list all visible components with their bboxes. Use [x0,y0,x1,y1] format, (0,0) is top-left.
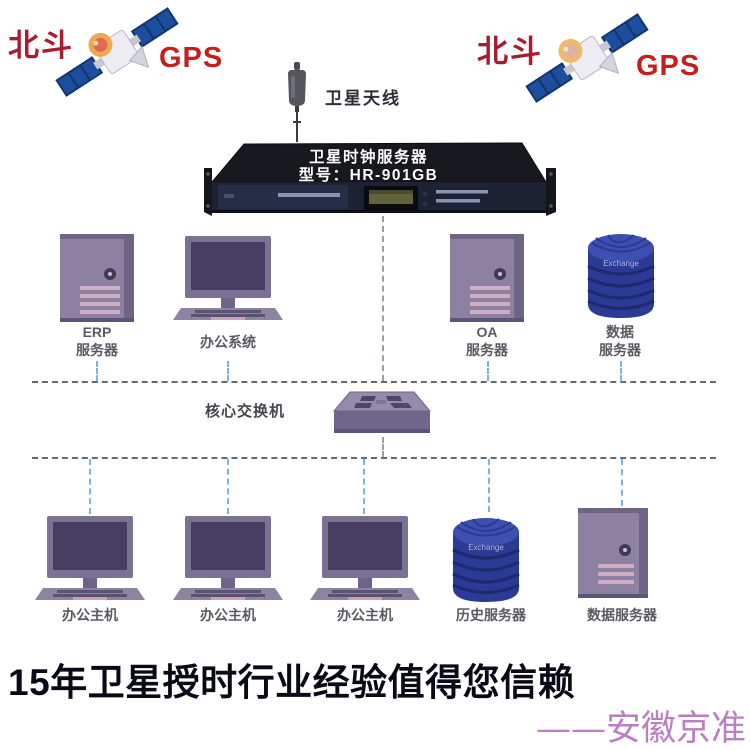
antenna-label: 卫星天线 [325,89,401,108]
database-icon: Exchange [452,518,520,602]
connector-erp [96,361,98,381]
switch-icon [332,391,432,433]
desktop-icon [173,516,283,600]
device-label-oa: OA 服务器 [466,324,508,358]
desktop-icon [310,516,420,600]
tower-server-icon [450,234,524,322]
device-label-host-3: 办公主机 [337,607,393,623]
connector-host-3 [363,459,365,514]
connector-oa [487,361,489,381]
device-label-host-2: 办公主机 [200,607,256,623]
connector-data-server [620,361,622,381]
clock-server-name: 卫星时钟服务器 [308,149,428,166]
device-label-data-server: 数据 服务器 [599,324,641,358]
connector-host-1 [89,459,91,514]
connector-switch-to-bus [382,437,384,457]
device-label-history-server: 历史服务器 [456,607,526,623]
device-label-data-server-2: 数据服务器 [587,607,657,623]
connector-office-system [227,361,229,381]
tower-server-icon [578,508,648,598]
beidou-label-right: 北斗 [477,34,543,69]
device-label-erp: ERP 服务器 [76,324,118,358]
footer-headline: 15年卫星授时行业经验值得您信赖 [8,662,576,703]
gps-label-left: GPS [159,42,224,74]
satellite-icon [525,13,649,103]
database-badge: Exchange [603,259,639,268]
device-label-host-1: 办公主机 [62,607,118,623]
device-label-office-system: 办公系统 [200,334,256,350]
core-switch-label: 核心交换机 [205,403,286,420]
gps-label-right: GPS [636,50,701,82]
clock-server-model: 型号：HR-901GB [298,167,439,184]
beidou-label-left: 北斗 [8,28,74,63]
desktop-icon [173,236,283,320]
connector-data-server-2 [621,459,623,506]
satellite-icon [55,7,179,97]
connector-server-to-switch [382,216,384,381]
connector-host-2 [227,459,229,514]
clock-server-device [204,142,556,216]
tower-server-icon [60,234,134,322]
desktop-icon [35,516,145,600]
antenna-icon [288,62,306,142]
network-bus-upper [32,381,716,383]
database-icon: Exchange [587,234,655,318]
footer-signature: ——安徽京准 [535,709,746,749]
database-badge: Exchange [468,543,504,552]
network-bus-lower [32,457,716,459]
connector-history-server [488,459,490,512]
